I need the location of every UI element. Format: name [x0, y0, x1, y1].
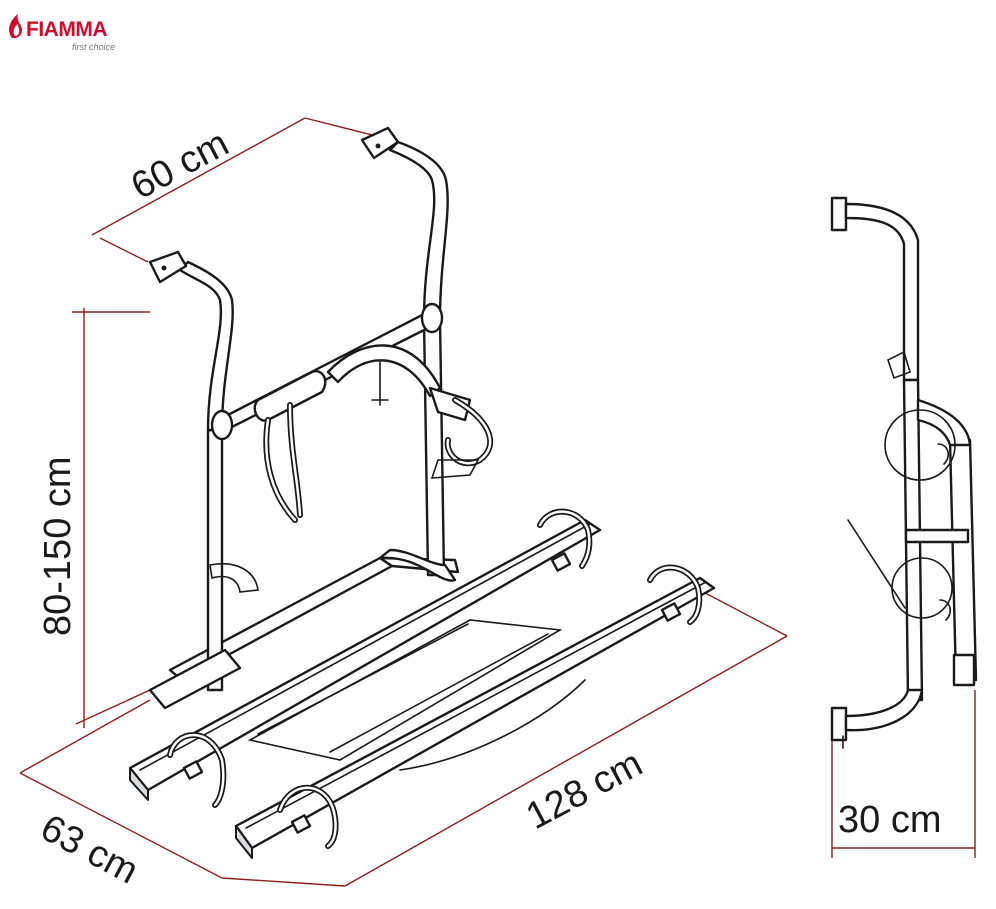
logo-brand-text: FIAMMA [26, 18, 107, 41]
fiamma-logo: FIAMMA first choice [9, 14, 115, 52]
bike-rack-side-view [830, 196, 978, 749]
dimension-side-depth-label: 30 cm [838, 799, 941, 841]
dimension-height-label: 80-150 cm [37, 456, 79, 636]
dimension-width-label: 60 cm [125, 122, 236, 208]
bike-rack-perspective-view [128, 126, 716, 859]
dimension-depth-label: 63 cm [34, 807, 145, 893]
fiamma-flame-icon [9, 14, 22, 39]
logo-tagline: first choice [72, 42, 115, 52]
dimension-length-label: 128 cm [520, 742, 650, 838]
